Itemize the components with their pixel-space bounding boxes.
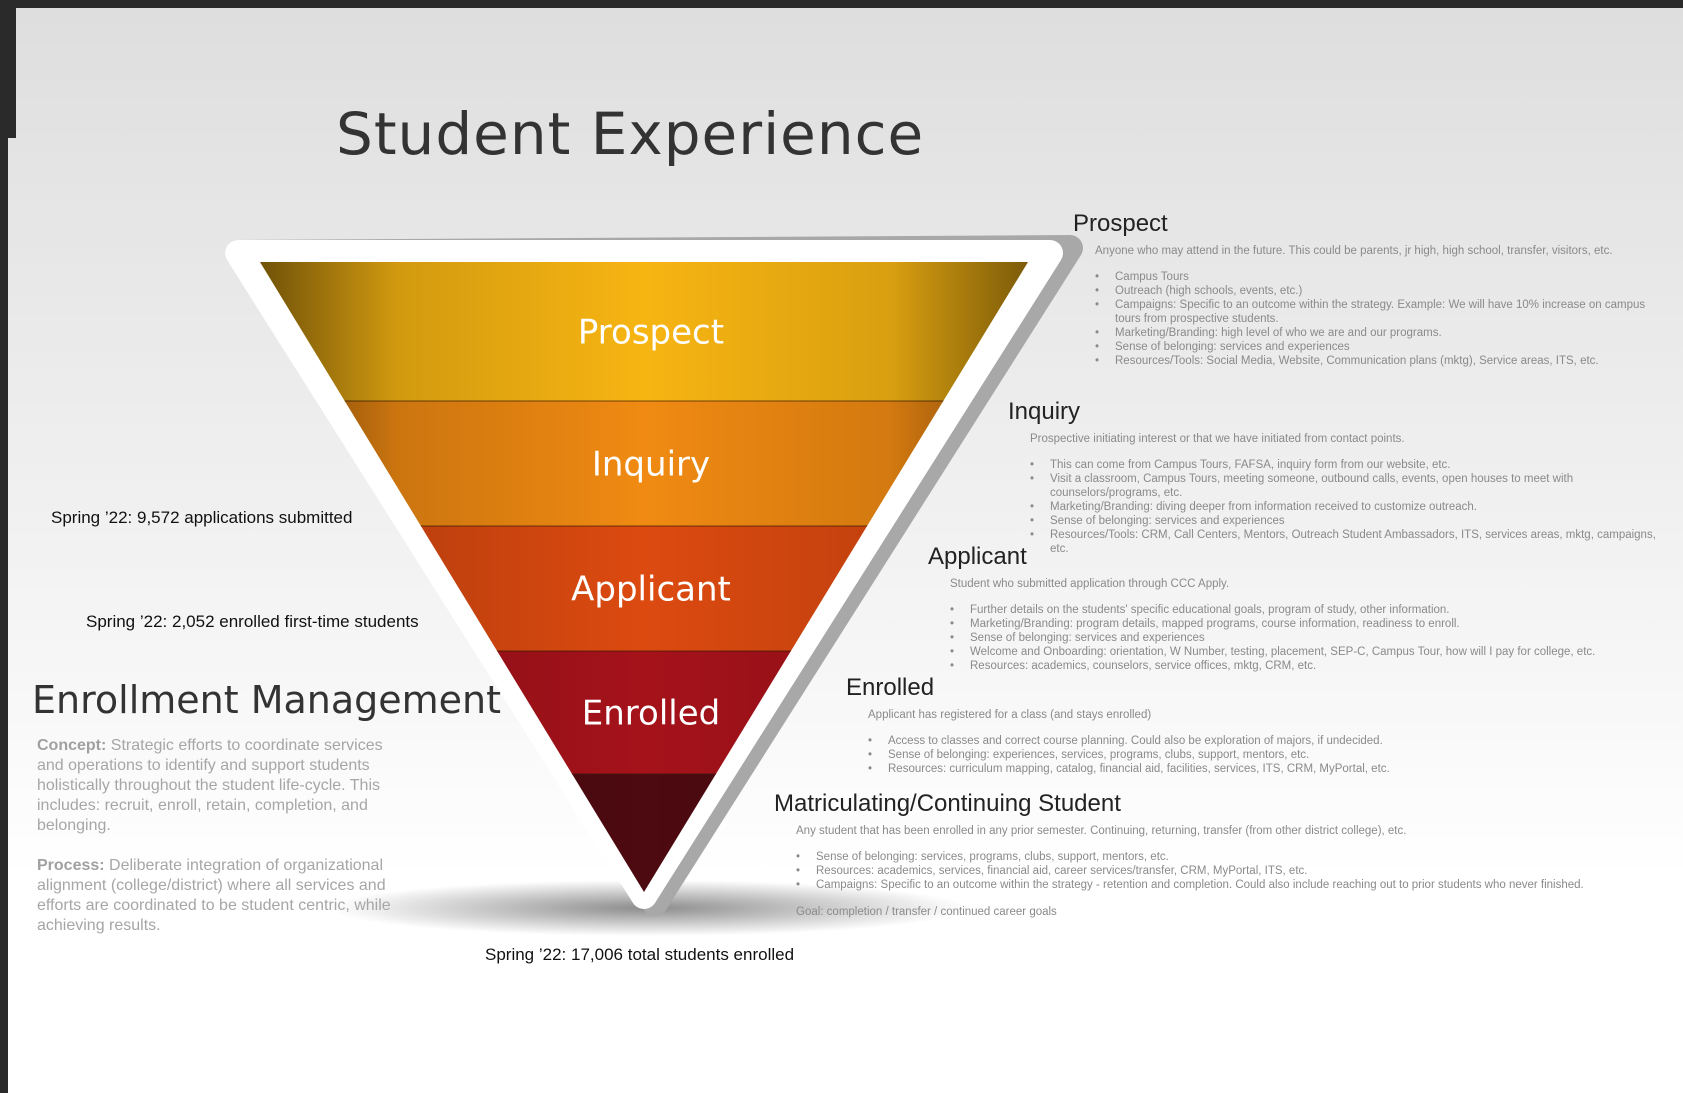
funnel-label-applicant: Applicant — [571, 570, 731, 610]
list-item: Sense of belonging: services and experie… — [1030, 514, 1668, 528]
stage-title: Applicant — [928, 543, 1027, 570]
first-time-stat: Spring ’22: 2,052 enrolled first-time st… — [86, 612, 419, 631]
list-item: Sense of belonging: services and experie… — [950, 631, 1668, 645]
stage-list: Further details on the students' specifi… — [928, 603, 1668, 673]
stage-title: Inquiry — [1008, 398, 1081, 425]
stage-description: Any student that has been enrolled in an… — [796, 825, 1407, 837]
list-item: Resources: curriculum mapping, catalog, … — [868, 762, 1666, 776]
list-item: Resources/Tools: CRM, Call Centers, Ment… — [1030, 528, 1668, 556]
list-item: Marketing/Branding: program details, map… — [950, 617, 1668, 631]
stage-description: Applicant has registered for a class (an… — [868, 709, 1152, 721]
process-paragraph: Process: Deliberate integration of organ… — [37, 856, 397, 936]
concept-text: Strategic efforts to coordinate services… — [37, 737, 383, 834]
stage-inquiry: Inquiry Prospective initiating interest … — [1008, 398, 1668, 556]
stage-list: Sense of belonging: services, programs, … — [774, 850, 1674, 892]
list-item: Outreach (high schools, events, etc.) — [1095, 284, 1668, 298]
stage-goal: Goal: completion / transfer / continued … — [796, 906, 1057, 918]
list-item: Visit a classroom, Campus Tours, meeting… — [1030, 472, 1668, 500]
list-item: Sense of belonging: experiences, service… — [868, 748, 1666, 762]
process-label: Process: — [37, 857, 105, 874]
stage-matriculating: Matriculating/Continuing Student Any stu… — [774, 790, 1674, 918]
stage-description: Prospective initiating interest or that … — [1030, 433, 1405, 445]
list-item: Resources: academics, services, financia… — [796, 864, 1674, 878]
concept-label: Concept: — [37, 737, 107, 754]
list-item: Campaigns: Specific to an outcome within… — [1095, 298, 1668, 326]
list-item: Sense of belonging: services and experie… — [1095, 340, 1668, 354]
list-item: Resources/Tools: Social Media, Website, … — [1095, 354, 1668, 368]
stage-list: Campus Tours Outreach (high schools, eve… — [1073, 270, 1668, 368]
stage-applicant: Applicant Student who submitted applicat… — [928, 543, 1668, 673]
stage-description: Anyone who may attend in the future. Thi… — [1095, 245, 1613, 257]
list-item: Campaigns: Specific to an outcome within… — [796, 878, 1674, 892]
stage-enrolled: Enrolled Applicant has registered for a … — [846, 674, 1666, 776]
applications-stat: Spring ’22: 9,572 applications submitted — [51, 508, 353, 527]
stage-list: Access to classes and correct course pla… — [846, 734, 1666, 776]
stage-prospect: Prospect Anyone who may attend in the fu… — [1073, 210, 1668, 368]
slide-edge — [8, 8, 16, 138]
stage-title: Prospect — [1073, 210, 1168, 237]
funnel-label-enrolled: Enrolled — [582, 694, 720, 734]
enrollment-management-title: Enrollment Management — [32, 678, 502, 722]
list-item: Marketing/Branding: high level of who we… — [1095, 326, 1668, 340]
total-enrolled-stat: Spring ’22: 17,006 total students enroll… — [485, 945, 795, 964]
process-text: Deliberate integration of organizational… — [37, 857, 391, 934]
list-item: Sense of belonging: services, programs, … — [796, 850, 1674, 864]
list-item: Further details on the students' specifi… — [950, 603, 1668, 617]
stage-description: Student who submitted application throug… — [950, 578, 1230, 590]
list-item: Campus Tours — [1095, 270, 1668, 284]
page-title: Student Experience — [336, 100, 925, 168]
stage-title: Matriculating/Continuing Student — [774, 790, 1121, 817]
list-item: Welcome and Onboarding: orientation, W N… — [950, 645, 1668, 659]
stage-title: Enrolled — [846, 674, 935, 701]
funnel-label-prospect: Prospect — [578, 313, 724, 353]
list-item: Access to classes and correct course pla… — [868, 734, 1666, 748]
stage-list: This can come from Campus Tours, FAFSA, … — [1008, 458, 1668, 556]
list-item: Marketing/Branding: diving deeper from i… — [1030, 500, 1668, 514]
funnel-label-inquiry: Inquiry — [592, 445, 710, 485]
list-item: Resources: academics, counselors, servic… — [950, 659, 1668, 673]
concept-paragraph: Concept: Strategic efforts to coordinate… — [37, 736, 397, 836]
list-item: This can come from Campus Tours, FAFSA, … — [1030, 458, 1668, 472]
